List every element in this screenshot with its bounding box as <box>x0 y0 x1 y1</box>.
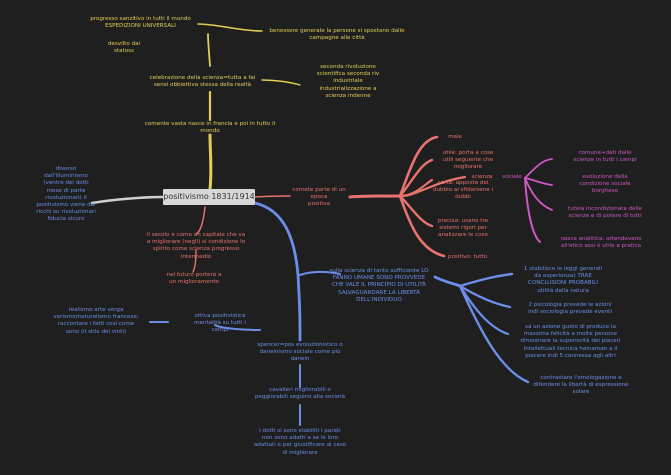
magenta-node-3[interactable]: tutela incondizionata delle scienze e di… <box>567 206 643 220</box>
magenta-node-2[interactable]: evoluzione della condizione sociale borg… <box>579 174 631 195</box>
red-link-2 <box>398 158 434 198</box>
blue-link-trunk <box>433 275 462 288</box>
blue-link-b2 <box>458 284 512 309</box>
yellow-link-main <box>208 133 213 191</box>
blue-node-1[interactable]: 1 stabilisce le leggi generali da esperi… <box>523 266 603 294</box>
blue-root[interactable]: sulla scienza di tanto sufficiente LO FA… <box>329 268 429 303</box>
red-link-5 <box>398 194 434 228</box>
blue-node-8[interactable]: i dotti si sono stabiliti i parati non s… <box>253 428 347 456</box>
yellow-link-right <box>261 79 301 86</box>
blue-left-note[interactable]: realismo arte verga verismo/naturalismo … <box>53 307 139 335</box>
red-node-1[interactable]: male <box>448 134 462 140</box>
magenta-link-3 <box>524 177 553 211</box>
magenta-link-2 <box>524 177 553 186</box>
red-node-2[interactable]: utile: porta a cose utili seguente che m… <box>442 150 494 171</box>
red-link-4 <box>398 175 467 198</box>
red-link-trunk <box>348 194 402 199</box>
magenta-link-1 <box>524 158 553 179</box>
blue-link-left <box>214 324 261 331</box>
blue-node-3[interactable]: sa un azione gusto di produce la massima… <box>520 324 621 359</box>
red-node-6[interactable]: positivo: tutto <box>447 254 488 260</box>
red-link-6 <box>398 194 446 258</box>
left-note[interactable]: diverso dall'illuminismo (ventre dei dot… <box>36 166 96 223</box>
red-node-4[interactable]: scienza <box>471 174 493 180</box>
blue-node-6[interactable]: spencer=pos evoluzionistico o darwinismo… <box>257 342 343 363</box>
red-link-main <box>254 195 291 198</box>
yellow-node-2[interactable]: benessere generale la persone si spostan… <box>269 28 405 42</box>
red-root[interactable]: comete parte di un epoca positiva <box>292 187 346 208</box>
magenta-node-1[interactable]: comune+dati dalle scienze in tutti i cam… <box>573 150 637 164</box>
blue-node-4[interactable]: contrastare l'omologazione e difendere l… <box>533 375 629 396</box>
red-left-node-1[interactable]: il secolo è come un capitale che va a mi… <box>146 232 246 260</box>
blue-node-5[interactable]: ottiva positivistica mentalità su tutti … <box>194 313 246 334</box>
blue-link-root <box>299 270 341 276</box>
yellow-node-1[interactable]: progresso sanzitivo in tutti il mondo ES… <box>90 16 191 30</box>
magenta-node-4[interactable]: nasce analitica: attendevano all'etico a… <box>560 236 642 250</box>
blue-link-main <box>253 201 302 342</box>
yellow-node-6[interactable]: comente vasta nasce in francia e poi in … <box>144 121 276 135</box>
yellow-link-top <box>197 23 263 32</box>
left-link <box>90 195 165 205</box>
red-left-node-2[interactable]: nel futuro porterà a un miglioramento <box>166 272 222 286</box>
red-left-link <box>195 206 206 235</box>
red-left-link-2 <box>192 249 197 273</box>
blue-link-b1 <box>458 272 514 288</box>
yellow-link-mid <box>207 33 211 67</box>
red-node-3[interactable]: certa: apposta dei dubbio ai sfidarsene … <box>432 180 494 201</box>
central-topic[interactable]: positivismo 1831/1914 <box>163 189 255 205</box>
blue-link-b4 <box>458 284 530 384</box>
blue-node-7[interactable]: cavalieri migliorabili o peggiorabili se… <box>254 387 346 401</box>
blue-node-2[interactable]: 2 psicologia prevede le azioni indi soci… <box>528 302 612 316</box>
magenta-root[interactable]: sociale <box>502 174 522 180</box>
yellow-node-5[interactable]: seconda rivoluzione scientifica seconda … <box>316 64 380 99</box>
red-node-5[interactable]: precisa: usano tre sistemi rigori per an… <box>437 218 489 239</box>
yellow-node-4[interactable]: celebrazione della scienza=tutta a fai s… <box>149 75 256 89</box>
red-link-1 <box>398 135 439 198</box>
magenta-link-4 <box>524 177 541 243</box>
yellow-node-3[interactable]: desvilto dai statoss <box>107 41 141 55</box>
